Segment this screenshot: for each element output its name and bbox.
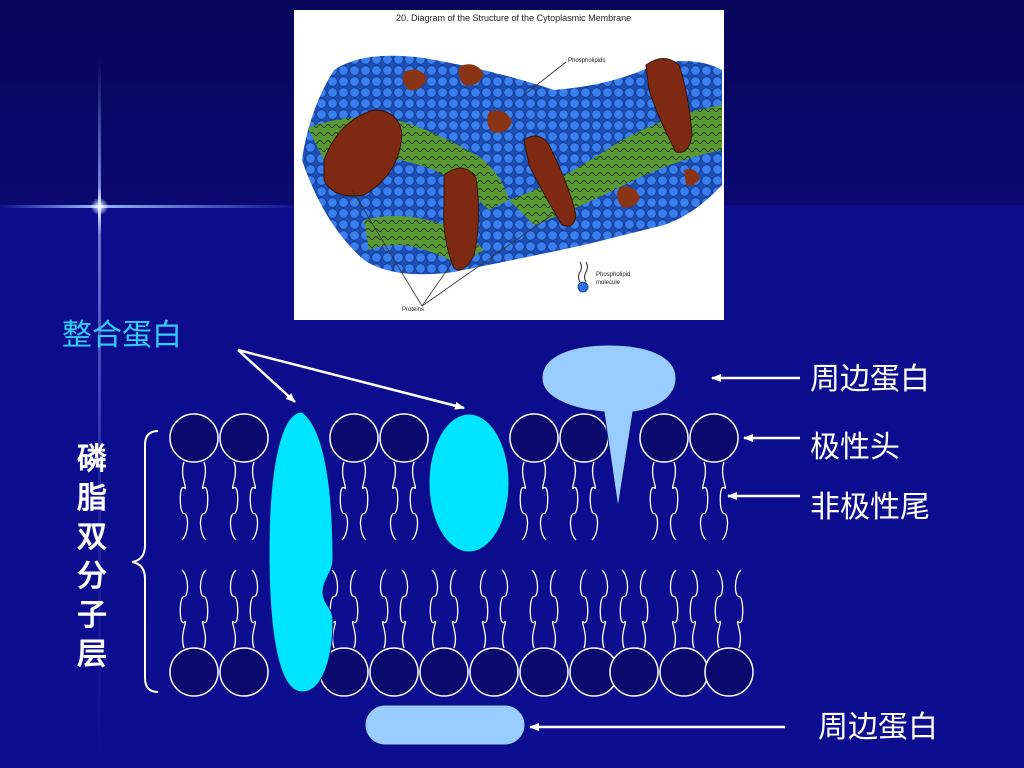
phospholipid-tail xyxy=(449,569,459,649)
phospholipid-head xyxy=(609,647,659,697)
label-phospholipid-bilayer: 磷 脂 双 分 子 层 xyxy=(74,440,110,674)
heads-upper-layer xyxy=(169,413,739,463)
phospholipid-tail xyxy=(589,461,599,541)
light-flare-center xyxy=(91,198,108,215)
phospholipid-tail xyxy=(579,569,589,649)
phospholipid-tail xyxy=(249,569,259,649)
illustration-label-phospholipids: Phospholipids xyxy=(568,58,606,64)
phospholipid-head xyxy=(639,413,689,463)
phospholipid-tail xyxy=(719,461,729,541)
phospholipid-tail xyxy=(714,569,724,649)
phospholipid-head xyxy=(169,647,219,697)
phospholipid-tail xyxy=(519,461,529,541)
phospholipid-tail xyxy=(529,569,539,649)
phospholipid-head xyxy=(169,413,219,463)
phospholipid-head xyxy=(219,413,269,463)
phospholipid-tail xyxy=(349,569,359,649)
phospholipid-head xyxy=(419,647,469,697)
phospholipid-tail xyxy=(549,569,559,649)
membrane-illustration-drawing xyxy=(302,55,722,307)
peripheral-protein-top xyxy=(541,344,677,509)
phospholipid-tail xyxy=(179,569,189,649)
phospholipid-tail xyxy=(339,461,349,541)
tails-upper-layer xyxy=(179,461,729,541)
phospholipid-tail xyxy=(734,569,744,649)
integral-protein-transmembrane xyxy=(268,411,334,693)
phospholipid-tail xyxy=(669,461,679,541)
illustration-leader-lines xyxy=(351,61,567,307)
bilayer-char: 层 xyxy=(77,637,107,672)
phospholipid-tail xyxy=(639,569,649,649)
peripheral-protein-bottom xyxy=(364,704,526,746)
phospholipid-tail xyxy=(389,461,399,541)
phospholipid-tail xyxy=(379,569,389,649)
phospholipid-tail xyxy=(249,461,259,541)
phospholipid-tail xyxy=(429,569,439,649)
illustration-molecule-key xyxy=(577,261,589,293)
bilayer-char: 磷 xyxy=(77,442,107,477)
phospholipid-tail xyxy=(689,569,699,649)
label-peripheral-protein-top: 周边蛋白 xyxy=(810,362,930,397)
illustration-label-molecule-line1: Phospholipid xyxy=(596,272,631,278)
illustration-label-proteins: Proteins xyxy=(402,307,425,313)
phospholipid-tail xyxy=(399,569,409,649)
label-nonpolar-tail: 非极性尾 xyxy=(810,490,930,525)
phospholipid-tail xyxy=(229,461,239,541)
phospholipid-head xyxy=(379,413,429,463)
phospholipid-tail xyxy=(199,569,209,649)
phospholipid-tail xyxy=(359,461,369,541)
phospholipid-tail xyxy=(499,569,509,649)
membrane-illustration: 20. Diagram of the Structure of the Cyto… xyxy=(294,10,724,320)
phospholipid-tail xyxy=(409,461,419,541)
phospholipid-head xyxy=(659,647,709,697)
bilayer-brace xyxy=(131,430,159,693)
illustration-proteins xyxy=(323,58,700,271)
phospholipid-head xyxy=(219,647,269,697)
phospholipid-tail xyxy=(619,569,629,649)
bilayer-char: 子 xyxy=(77,598,107,633)
phospholipid-tail xyxy=(229,569,239,649)
phospholipid-head xyxy=(329,413,379,463)
phospholipid-tail xyxy=(699,461,709,541)
arrow-integral-to-transmembrane xyxy=(237,349,296,403)
illustration-title: 20. Diagram of the Structure of the Cyto… xyxy=(396,13,632,23)
phospholipid-head xyxy=(469,647,519,697)
illustration-label-molecule-line2: molecule xyxy=(596,280,621,286)
phospholipid-head xyxy=(704,647,754,697)
bilayer-char: 脂 xyxy=(77,481,107,516)
phospholipid-tail xyxy=(539,461,549,541)
label-integral-protein: 整合蛋白 xyxy=(62,318,182,353)
phospholipid-head xyxy=(559,413,609,463)
phospholipid-tail xyxy=(569,461,579,541)
phospholipid-tail xyxy=(649,461,659,541)
tails-lower-layer xyxy=(179,569,744,649)
bilayer-char: 分 xyxy=(77,559,107,594)
phospholipid-head xyxy=(509,413,559,463)
phospholipid-tail xyxy=(599,569,609,649)
phospholipid-tail xyxy=(479,569,489,649)
phospholipid-head xyxy=(369,647,419,697)
light-flare-vertical xyxy=(98,60,101,760)
heads-lower-layer xyxy=(169,647,754,697)
label-polar-head: 极性头 xyxy=(810,430,900,465)
phospholipid-head xyxy=(519,647,569,697)
phospholipid-head xyxy=(689,413,739,463)
light-flare-horizontal xyxy=(0,205,300,208)
label-peripheral-protein-bottom: 周边蛋白 xyxy=(818,710,938,745)
arrow-integral-to-embedded xyxy=(237,348,465,410)
phospholipid-tail xyxy=(669,569,679,649)
phospholipid-tail xyxy=(179,461,189,541)
phospholipid-tail xyxy=(199,461,209,541)
pointer-arrows xyxy=(237,348,800,731)
integral-protein-embedded xyxy=(428,413,510,553)
bilayer-char: 双 xyxy=(77,520,107,555)
